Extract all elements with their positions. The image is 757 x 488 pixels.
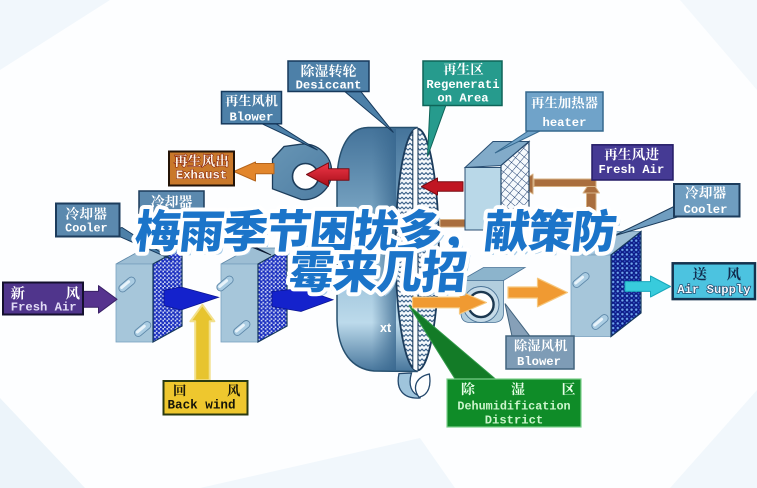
- svg-text:Air Supply: Air Supply: [677, 283, 751, 297]
- svg-text:Fresh Air: Fresh Air: [11, 301, 77, 315]
- svg-text:Exhaust: Exhaust: [176, 169, 227, 183]
- svg-text:heater: heater: [543, 116, 587, 130]
- svg-text:Cooler: Cooler: [684, 203, 728, 217]
- svg-text:District: District: [485, 414, 544, 428]
- svg-text:Fresh Air: Fresh Air: [598, 163, 664, 177]
- svg-text:Cooler: Cooler: [65, 222, 107, 236]
- svg-text:Blower: Blower: [230, 110, 274, 124]
- svg-text:Back wind: Back wind: [167, 398, 235, 412]
- svg-text:Regenerati: Regenerati: [426, 78, 499, 92]
- svg-text:xt: xt: [380, 321, 392, 335]
- svg-text:Desiccant: Desiccant: [296, 79, 362, 93]
- svg-text:Blower: Blower: [517, 355, 561, 369]
- svg-text:Dehumidification: Dehumidification: [457, 400, 570, 414]
- svg-text:on Area: on Area: [437, 92, 489, 106]
